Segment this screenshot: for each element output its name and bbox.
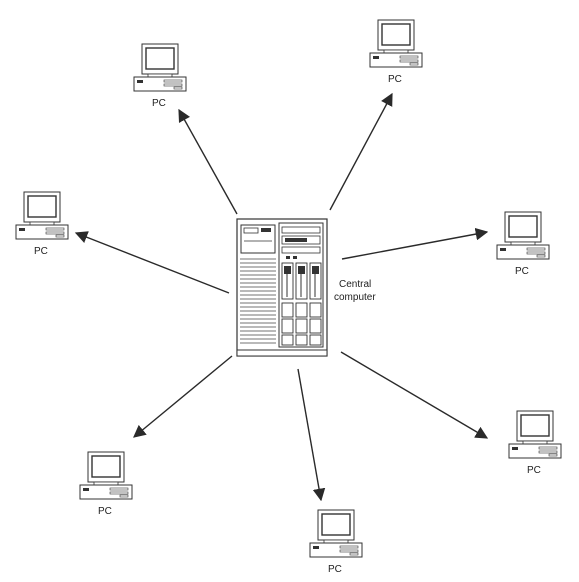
connector-arrow-bottom-left <box>133 355 233 438</box>
connector-arrow-right <box>341 227 489 260</box>
pc-top-left: PC <box>133 43 187 109</box>
pc-icon <box>15 191 69 240</box>
pc-bottom-left: PC <box>79 451 133 517</box>
pc-icon <box>309 509 363 558</box>
pc-icon <box>496 211 550 260</box>
pc-label: PC <box>98 506 112 517</box>
pc-label: PC <box>515 266 529 277</box>
pc-label: PC <box>328 564 342 575</box>
connector-arrow-left <box>74 231 230 294</box>
pc-bottom-right: PC <box>508 410 562 476</box>
pc-left: PC <box>15 191 69 257</box>
connector-arrow-top-right <box>329 92 393 211</box>
pc-icon <box>369 19 423 68</box>
pc-label: PC <box>34 246 48 257</box>
central-computer-label-line2: computer <box>334 292 376 303</box>
central-computer-icon <box>236 218 328 357</box>
pc-bottom: PC <box>309 509 363 575</box>
pc-right: PC <box>496 211 550 277</box>
pc-icon <box>79 451 133 500</box>
pc-label: PC <box>388 74 402 85</box>
pc-label: PC <box>152 98 166 109</box>
pc-top-right: PC <box>369 19 423 85</box>
connector-arrow-bottom <box>297 368 326 502</box>
connector-arrow-top-left <box>178 108 238 215</box>
connector-arrow-bottom-right <box>340 351 489 439</box>
central-computer-label-line1: Central <box>339 279 371 290</box>
pc-icon <box>508 410 562 459</box>
pc-label: PC <box>527 465 541 476</box>
pc-icon <box>133 43 187 92</box>
